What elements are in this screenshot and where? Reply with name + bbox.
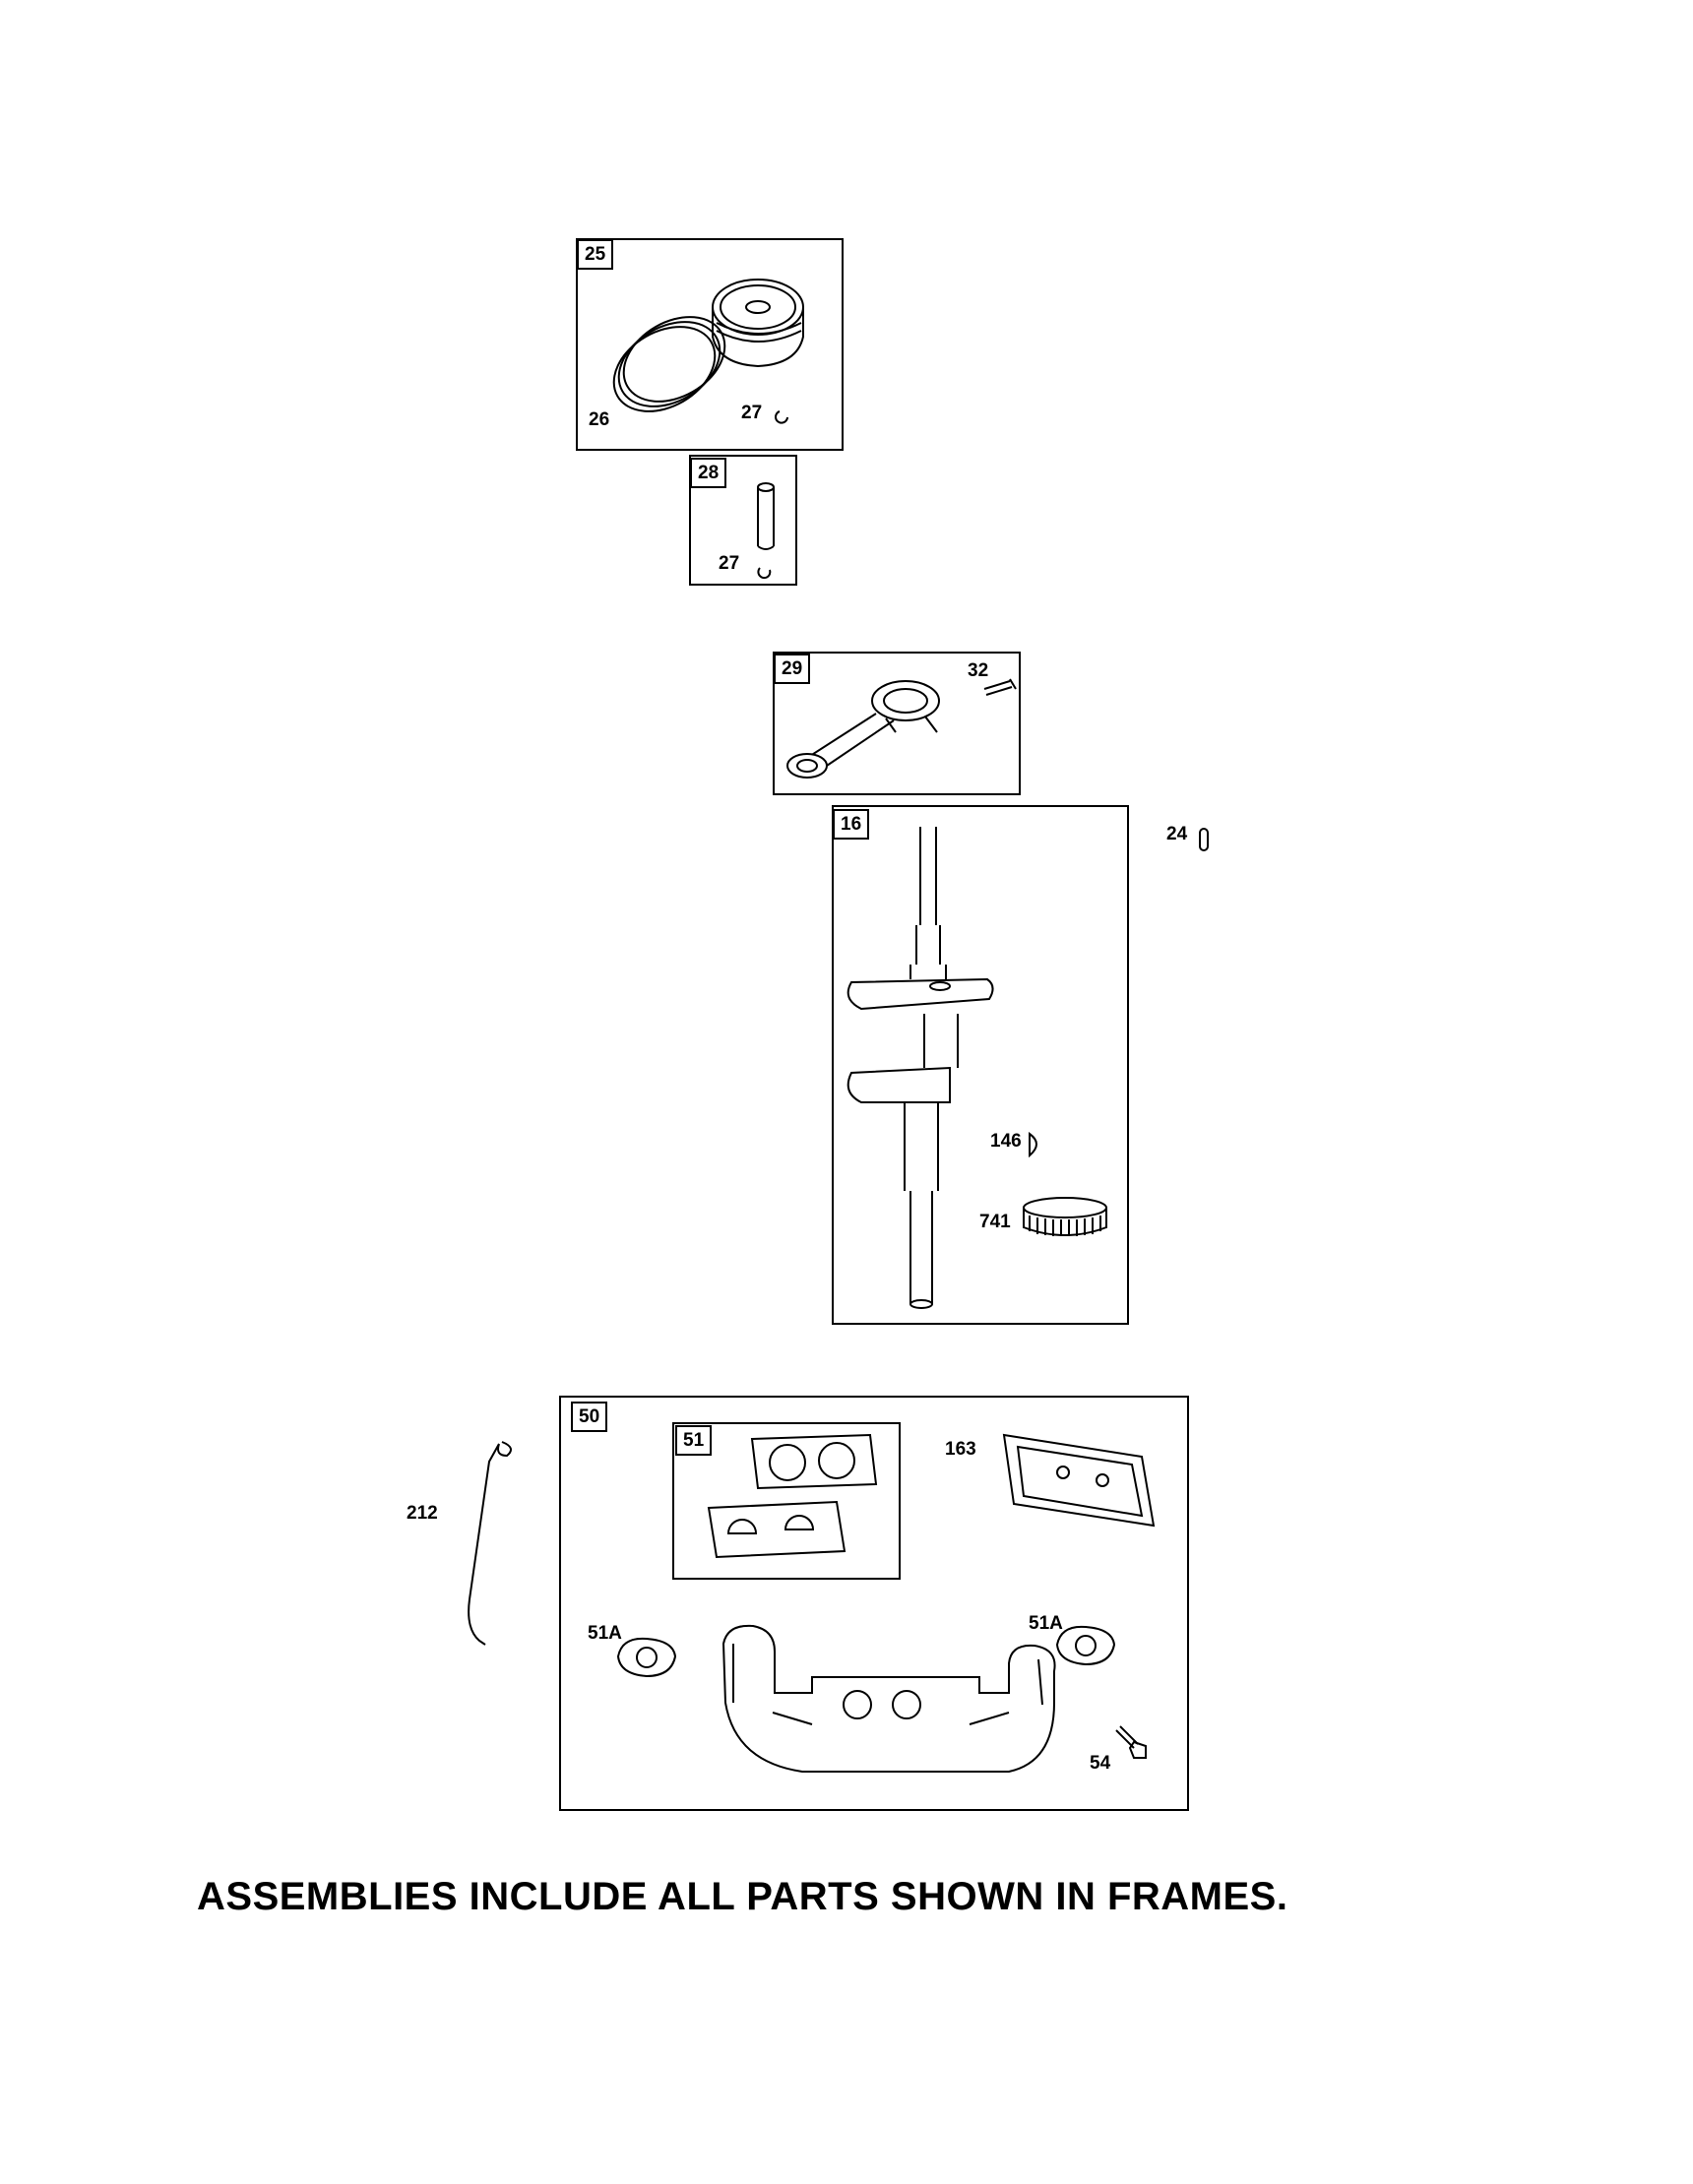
pin-24-label: 24 <box>1166 824 1188 844</box>
rod-screw-label: 32 <box>968 660 989 681</box>
gear-label: 741 <box>979 1212 1011 1232</box>
crankshaft-illustration <box>842 817 989 1319</box>
valve-gaskets-tag[interactable]: 51 <box>675 1425 713 1456</box>
exhaust-gasket-right-icon <box>1051 1617 1120 1671</box>
ring-set-label: 26 <box>589 409 610 430</box>
head-gasket-label: 163 <box>945 1439 976 1460</box>
valve-gaskets-illustration <box>689 1427 896 1575</box>
piston-illustration <box>600 246 837 443</box>
manifold-screw-label: 54 <box>1090 1753 1111 1774</box>
link-illustration <box>448 1432 517 1654</box>
crankshaft-tag[interactable]: 16 <box>833 809 870 840</box>
footer-note: ASSEMBLIES INCLUDE ALL PARTS SHOWN IN FR… <box>197 1875 1288 1918</box>
piston-pin-illustration <box>748 477 787 581</box>
exhaust-gasket-right-label: 51A <box>1029 1613 1063 1634</box>
connecting-rod-illustration <box>778 659 1014 792</box>
exhaust-gasket-left-icon <box>612 1629 681 1683</box>
valve-gaskets-frame <box>672 1422 901 1580</box>
retainer-label-b: 27 <box>719 553 740 574</box>
exhaust-manifold-illustration <box>714 1614 1078 1786</box>
pin-24-icon <box>1197 827 1211 854</box>
piston-assembly-frame <box>576 238 844 451</box>
piston-pin-tag[interactable]: 28 <box>690 458 727 488</box>
crankshaft-frame <box>832 805 1129 1325</box>
retainer-label-a: 27 <box>741 403 763 423</box>
exhaust-gasket-left-label: 51A <box>588 1623 622 1644</box>
crank-gear-icon <box>1016 1194 1114 1243</box>
gasket-set-frame <box>559 1396 1189 1811</box>
piston-assembly-tag[interactable]: 25 <box>577 239 614 270</box>
connecting-rod-frame <box>773 652 1021 795</box>
piston-pin-frame <box>689 455 797 586</box>
manifold-screw-icon <box>1112 1724 1152 1764</box>
key-icon <box>1026 1132 1045 1157</box>
link-label: 212 <box>407 1503 438 1524</box>
gasket-set-tag[interactable]: 50 <box>571 1402 608 1432</box>
head-gasket-illustration <box>994 1427 1161 1540</box>
key-label: 146 <box>990 1131 1022 1152</box>
connecting-rod-tag[interactable]: 29 <box>774 654 811 684</box>
